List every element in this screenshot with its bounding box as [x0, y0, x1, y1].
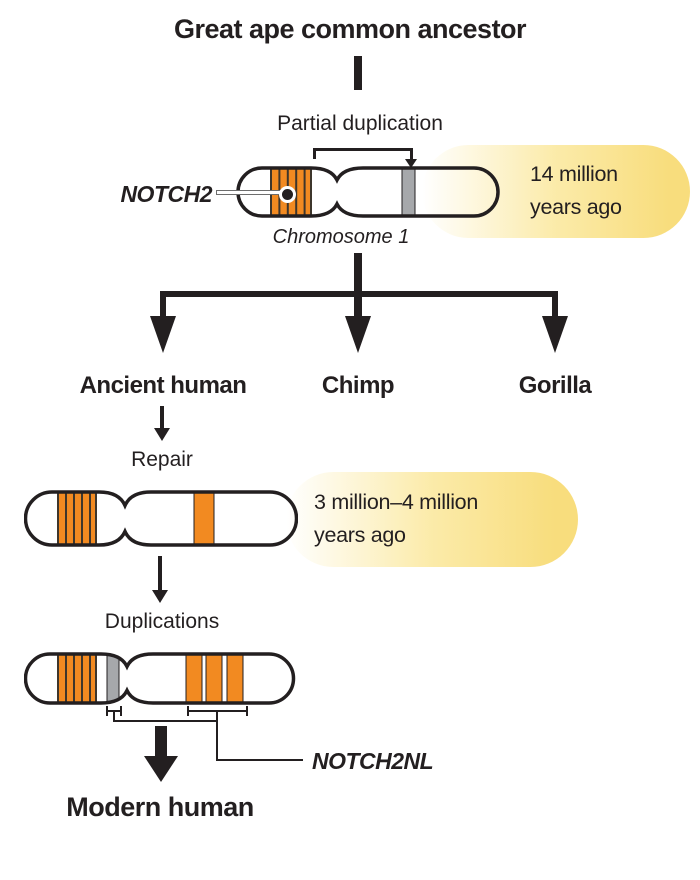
- duplicated-chromosome: [24, 652, 296, 705]
- repaired-segment-band-orange: [193, 492, 215, 545]
- branch-arrowhead-chimp-icon: [345, 316, 371, 356]
- arrowhead-icon: [154, 428, 170, 444]
- notch2nl-band-2: [205, 654, 223, 703]
- event-label-partial-duplication: Partial duplication: [277, 112, 443, 135]
- result-label-modern-human: Modern human: [66, 792, 254, 822]
- lineage-label-chimp: Chimp: [321, 372, 395, 399]
- time-badge-14mya: 14 million years ago: [422, 145, 690, 238]
- bracket-arrowhead-icon: [405, 159, 417, 171]
- lineage-label-ancient-human: Ancient human: [79, 372, 247, 399]
- time-badge-3-4mya: 3 million–4 million years ago: [286, 472, 578, 567]
- repaired-chromosome: [24, 490, 298, 547]
- stem-line: [354, 56, 362, 90]
- branch-arrowhead-gorilla-icon: [542, 316, 568, 356]
- notch2nl-band-1: [185, 654, 203, 703]
- notch2nl-band-3: [226, 654, 244, 703]
- arrowhead-icon: [152, 590, 168, 606]
- event-label-duplications: Duplications: [104, 610, 220, 633]
- gene-label-notch2nl: NOTCH2NL: [312, 748, 434, 774]
- event-label-repair: Repair: [131, 448, 193, 471]
- chromosome-outline: [24, 652, 296, 705]
- notch2-leader-dot: [279, 186, 296, 203]
- branch-arrowhead-human-icon: [150, 316, 176, 356]
- arrowhead-icon: [144, 756, 178, 785]
- notch2nl-band-gray: [106, 654, 120, 703]
- chromosome-outline: [236, 166, 500, 218]
- chromosome-outline: [24, 490, 298, 547]
- notch2nl-callout-lines: [106, 706, 303, 761]
- time-badge-3-4mya-line2: years ago: [314, 523, 406, 547]
- lineage-label-gorilla: Gorilla: [518, 372, 592, 399]
- duplicated-segment-band-gray: [401, 168, 416, 216]
- time-badge-3-4mya-line1: 3 million–4 million: [314, 490, 478, 514]
- time-badge-14mya-line1: 14 million: [530, 162, 618, 186]
- chromosome-caption: Chromosome 1: [272, 226, 410, 248]
- time-badge-14mya-line2: years ago: [530, 195, 622, 219]
- page-title: Great ape common ancestor: [173, 14, 527, 44]
- gene-label-notch2: NOTCH2: [120, 181, 212, 207]
